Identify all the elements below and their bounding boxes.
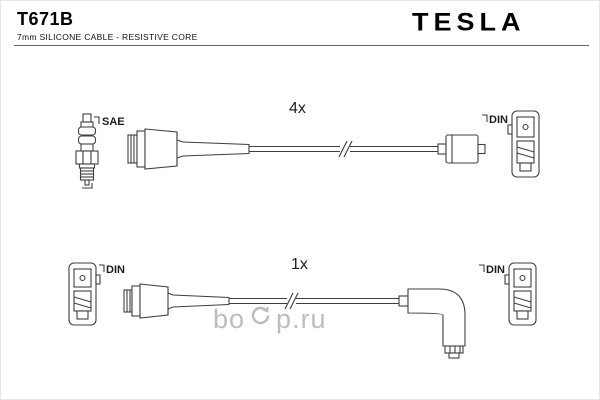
angled-boot-icon	[398, 288, 466, 359]
cable-break-mark	[338, 140, 353, 158]
straight-boot-icon	[127, 128, 250, 170]
din-plug-icon-top-right	[507, 110, 540, 178]
watermark-text-suffix: p.ru	[276, 303, 327, 334]
product-subtitle: 7mm SILICONE CABLE - RESISTIVE CORE	[17, 32, 198, 42]
din-label-mark-top	[482, 114, 488, 122]
din-plug-icon-bottom-left	[68, 262, 101, 326]
din-label-bottom-right: DIN	[486, 264, 505, 276]
part-number: T671B	[17, 9, 74, 29]
cable-line-2	[229, 292, 399, 310]
quantity-label-4x: 4x	[289, 100, 306, 117]
sae-label: SAE	[102, 116, 125, 128]
circular-arrows-icon	[248, 303, 273, 335]
spark-plug-icon	[75, 113, 99, 189]
quantity-label-1x: 1x	[291, 256, 308, 273]
sae-label-mark	[94, 116, 100, 124]
cable-assembly-1x	[123, 283, 466, 359]
brand-logo: TESLA	[412, 8, 526, 36]
din-label-top-right: DIN	[489, 114, 508, 126]
watermark: bo p.ru	[213, 303, 327, 335]
cable-assembly-4x	[127, 128, 486, 170]
cable-break-mark-2	[284, 292, 299, 310]
cable-line	[249, 140, 438, 158]
din-plug-icon-bottom-right	[504, 262, 537, 326]
straight-boot-icon-2	[123, 283, 230, 319]
din-terminal-icon	[437, 134, 486, 164]
din-label-mark-bottom-right	[479, 264, 485, 272]
din-label-bottom-left: DIN	[106, 264, 125, 276]
watermark-text-prefix: bo	[213, 303, 246, 334]
din-label-mark-bottom-left	[99, 264, 105, 272]
